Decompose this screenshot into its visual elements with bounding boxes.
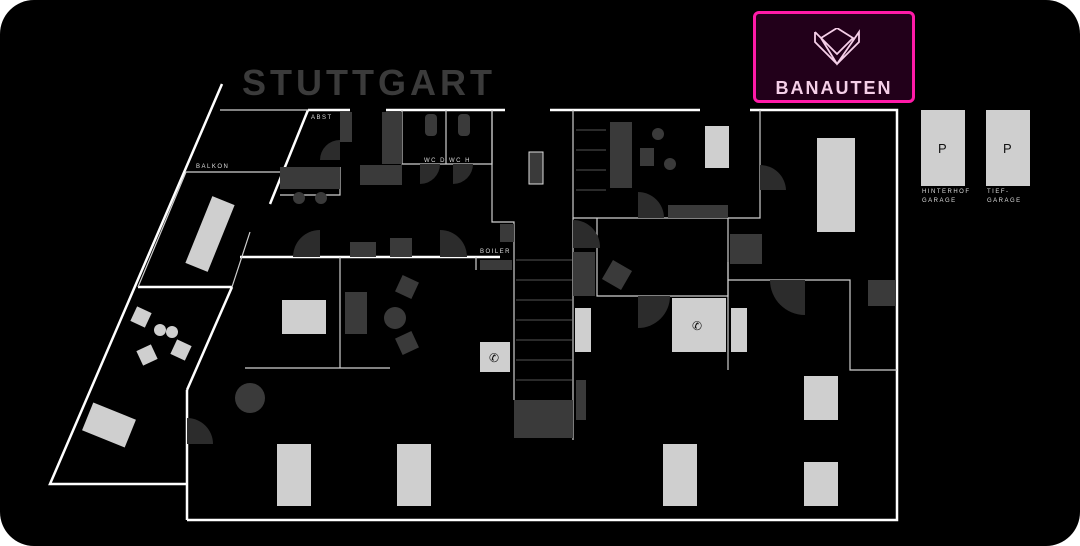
city-title: STUTTGART [242, 62, 496, 103]
label-balkon: BALKON [196, 164, 229, 170]
desks [82, 126, 855, 506]
label-abst: ABST [311, 115, 333, 121]
walls [48, 83, 899, 522]
label-wc-h: WC H [449, 158, 471, 164]
parking-label: GARAGE [987, 198, 1022, 204]
label-wc-d: WC D [424, 158, 446, 164]
parking-label: HINTERHOF [922, 189, 971, 195]
parking-label: GARAGE [922, 198, 957, 204]
parking-tiefgarage: P TIEF- GARAGE [986, 110, 1030, 204]
parking-symbol: P [938, 141, 947, 156]
parking-label: TIEF- [987, 189, 1010, 195]
crown-logo-icon [814, 28, 860, 66]
parking-symbol: P [1003, 141, 1012, 156]
label-boiler: BOILER [480, 249, 511, 255]
brand-logo: BANAUTEN [753, 11, 915, 103]
doors [187, 140, 805, 444]
furniture [235, 112, 896, 438]
parking-hinterhof: P HINTERHOF GARAGE [921, 110, 971, 204]
brand-name: BANAUTEN [775, 78, 893, 98]
phone-icon: ✆ [489, 351, 499, 365]
phone-icon: ✆ [692, 319, 702, 333]
